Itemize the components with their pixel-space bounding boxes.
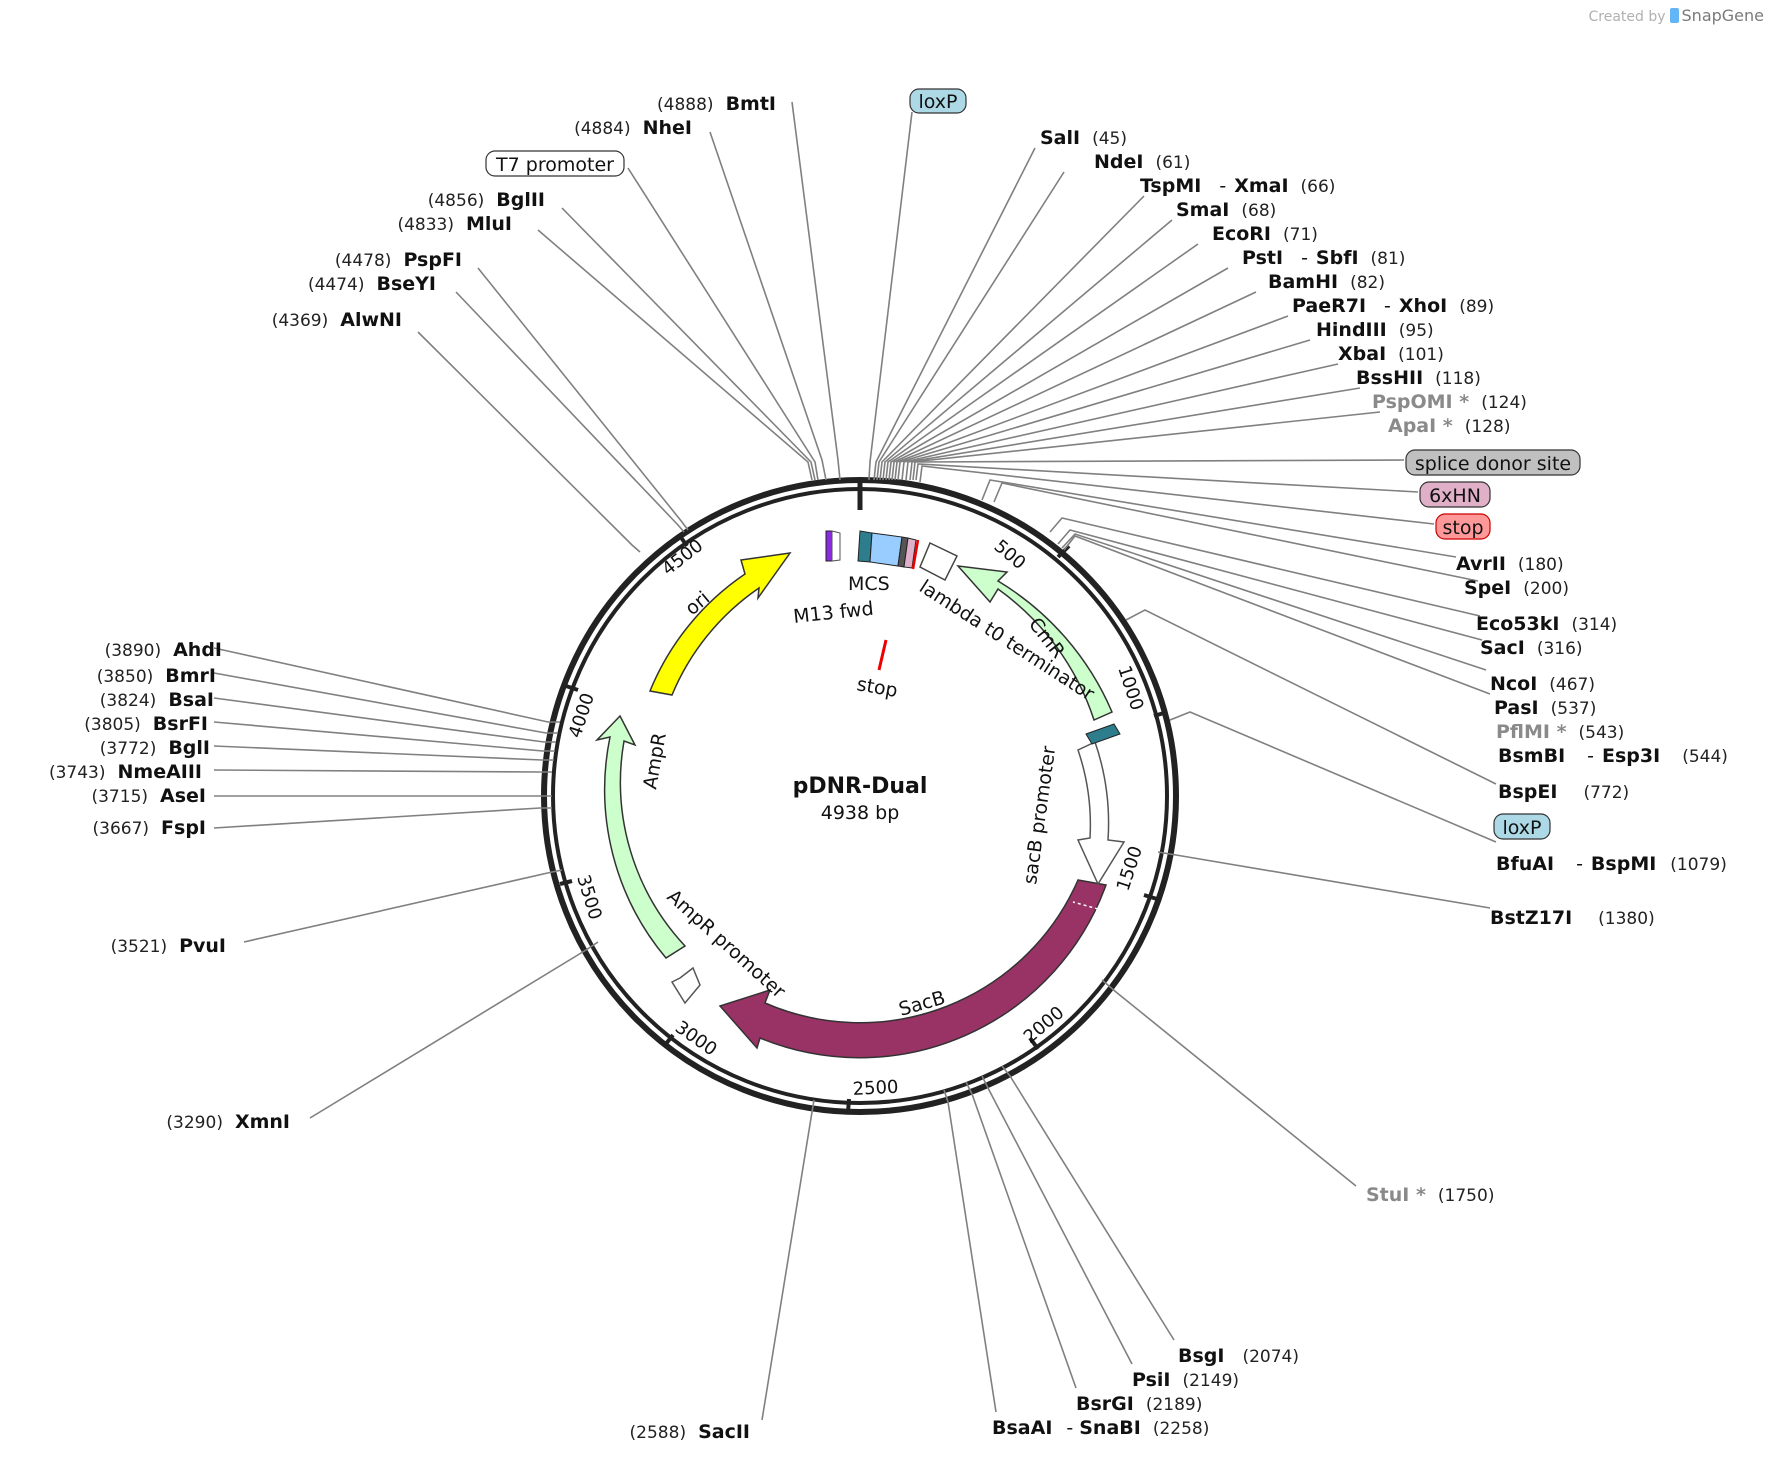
sites-top-right: SalI(45) NdeI(61) TspMI-XmaI(66) SmaI(68… bbox=[1040, 127, 1728, 1206]
plasmid-size: 4938 bp bbox=[821, 802, 900, 824]
svg-text:T7 promoter: T7 promoter bbox=[495, 154, 614, 176]
site-BamHI[interactable]: BamHI(82) bbox=[1268, 271, 1385, 293]
stop-tag[interactable]: stop bbox=[1435, 513, 1491, 540]
site-SalI[interactable]: SalI(45) bbox=[1040, 127, 1127, 149]
loxp-right-tag[interactable]: loxP bbox=[1493, 813, 1551, 840]
site-PspFI[interactable]: (4478)PspFI bbox=[335, 249, 462, 271]
site-SacI[interactable]: SacI(316) bbox=[1480, 637, 1583, 659]
site-BsrGI[interactable]: BsrGI(2189) bbox=[1076, 1393, 1202, 1415]
m13-box bbox=[831, 530, 841, 562]
stop-inner-mark[interactable] bbox=[877, 639, 888, 671]
site-PvuI[interactable]: (3521)PvuI bbox=[111, 935, 226, 957]
site-BsaAI[interactable]: BsaAI-SnaBI(2258) bbox=[992, 1417, 1209, 1439]
snapgene-watermark: Created by SnapGene bbox=[1588, 6, 1764, 25]
site-Eco53kI[interactable]: Eco53kI(314) bbox=[1476, 613, 1617, 635]
tick-500: 500 bbox=[990, 536, 1030, 574]
site-BsrFI[interactable]: (3805)BsrFI bbox=[84, 713, 208, 735]
cmr-arrow[interactable] bbox=[956, 565, 1113, 722]
lambda-terminator-box[interactable] bbox=[919, 541, 959, 582]
site-ApaI[interactable]: ApaI *(128) bbox=[1388, 415, 1510, 437]
sixhn-tag[interactable]: 6xHN bbox=[1419, 481, 1491, 508]
sites-left: (3521)PvuI (3667)FspI (3715)AseI (3743)N… bbox=[49, 639, 226, 957]
tick-2500: 2500 bbox=[852, 1077, 899, 1100]
site-MluI[interactable]: (4833)MluI bbox=[397, 213, 512, 235]
watermark-brand: SnapGene bbox=[1681, 6, 1764, 25]
watermark-prefix: Created by bbox=[1588, 9, 1666, 25]
site-AseI[interactable]: (3715)AseI bbox=[91, 785, 206, 807]
svg-text:loxP: loxP bbox=[918, 91, 957, 113]
site-BssHII[interactable]: BssHII(118) bbox=[1356, 367, 1481, 389]
site-PstI[interactable]: PstI-SbfI(81) bbox=[1242, 247, 1405, 269]
site-StuI[interactable]: StuI *(1750) bbox=[1366, 1184, 1494, 1206]
site-XbaI[interactable]: XbaI(101) bbox=[1338, 343, 1444, 365]
snapgene-logo-icon bbox=[1669, 8, 1679, 23]
svg-text:6xHN: 6xHN bbox=[1429, 485, 1481, 507]
teal-marker[interactable] bbox=[1085, 723, 1121, 745]
site-BspEI[interactable]: BspEI(772) bbox=[1498, 781, 1629, 803]
site-BstZ17I[interactable]: BstZ17I(1380) bbox=[1490, 907, 1655, 929]
svg-text:stop: stop bbox=[1442, 517, 1483, 539]
mcs-label: MCS bbox=[848, 573, 890, 595]
ampr-label: AmpR bbox=[639, 731, 671, 791]
site-NmeAIII[interactable]: (3743)NmeAIII bbox=[49, 761, 202, 783]
site-BsgI[interactable]: BsgI(2074) bbox=[1178, 1345, 1299, 1367]
ampr-promoter-arrow[interactable] bbox=[670, 966, 701, 1005]
site-EcoRI[interactable]: EcoRI(71) bbox=[1212, 223, 1318, 245]
site-BsmBI[interactable]: BsmBI-Esp3I(544) bbox=[1498, 745, 1728, 767]
mcs-box[interactable] bbox=[869, 532, 903, 567]
svg-text:splice donor site: splice donor site bbox=[1415, 453, 1571, 475]
m13-fwd-label: M13 fwd bbox=[792, 598, 874, 628]
stop-inner-label: stop bbox=[855, 673, 899, 702]
site-AvrII[interactable]: AvrII(180) bbox=[1456, 553, 1564, 575]
site-NcoI[interactable]: NcoI(467) bbox=[1490, 673, 1595, 695]
site-SacII[interactable]: (2588)SacII bbox=[630, 1421, 750, 1443]
site-BsaI[interactable]: (3824)BsaI bbox=[100, 689, 214, 711]
site-AlwNI[interactable]: (4369)AlwNI bbox=[272, 309, 402, 331]
site-PasI[interactable]: PasI(537) bbox=[1494, 697, 1596, 719]
t7-promoter-tag[interactable]: T7 promoter bbox=[485, 150, 625, 177]
ori-arrow[interactable] bbox=[648, 552, 792, 696]
site-XmnI[interactable]: (3290)XmnI bbox=[166, 1111, 290, 1133]
site-AhdI[interactable]: (3890)AhdI bbox=[105, 639, 222, 661]
site-TspMI[interactable]: TspMI-XmaI(66) bbox=[1140, 175, 1335, 197]
site-SpeI[interactable]: SpeI(200) bbox=[1464, 577, 1569, 599]
sacb-arrow[interactable] bbox=[718, 879, 1108, 1059]
sites-bottom: BsgI(2074) PsiI(2149) BsrGI(2189) BsaAI-… bbox=[166, 1111, 1299, 1443]
ampr-arrow[interactable] bbox=[594, 714, 687, 959]
site-PsiI[interactable]: PsiI(2149) bbox=[1132, 1369, 1239, 1391]
sacb-promoter-arrow[interactable] bbox=[1076, 740, 1126, 886]
site-SmaI[interactable]: SmaI(68) bbox=[1176, 199, 1276, 221]
site-BglII[interactable]: (4856)BglII bbox=[428, 189, 545, 211]
site-BmrI[interactable]: (3850)BmrI bbox=[97, 665, 216, 687]
svg-text:loxP: loxP bbox=[1502, 817, 1541, 839]
site-NheI[interactable]: (4884)NheI bbox=[574, 117, 692, 139]
site-connector-lines bbox=[213, 101, 1497, 1421]
loxp-top-tag[interactable]: loxP bbox=[909, 88, 967, 114]
site-NdeI[interactable]: NdeI(61) bbox=[1094, 151, 1190, 173]
site-PaeR7I[interactable]: PaeR7I-XhoI(89) bbox=[1292, 295, 1494, 317]
site-BseYI[interactable]: (4474)BseYI bbox=[308, 273, 436, 295]
site-BglI[interactable]: (3772)BglI bbox=[100, 737, 210, 759]
features bbox=[594, 530, 1126, 1059]
tick-marks bbox=[559, 480, 1168, 1113]
stop-feature[interactable] bbox=[911, 539, 920, 570]
site-HindIII[interactable]: HindIII(95) bbox=[1316, 319, 1434, 341]
site-PflMI[interactable]: PflMI *(543) bbox=[1496, 721, 1624, 743]
tag-labels: loxP T7 promoter splice donor site 6xHN … bbox=[485, 88, 1581, 840]
sacb-promoter-label: sacB promoter bbox=[1019, 745, 1060, 886]
site-PspOMI[interactable]: PspOMI *(124) bbox=[1372, 391, 1527, 413]
site-BfuAI[interactable]: BfuAI-BspMI(1079) bbox=[1496, 853, 1727, 875]
sites-top-left: (4888)BmtI (4884)NheI (4856)BglII (4833)… bbox=[272, 93, 776, 331]
splice-donor-tag[interactable]: splice donor site bbox=[1405, 449, 1581, 476]
site-BmtI[interactable]: (4888)BmtI bbox=[657, 93, 776, 115]
m13-fwd-marker[interactable] bbox=[825, 530, 833, 562]
site-FspI[interactable]: (3667)FspI bbox=[93, 817, 207, 839]
plasmid-name: pDNR-Dual bbox=[793, 774, 928, 799]
